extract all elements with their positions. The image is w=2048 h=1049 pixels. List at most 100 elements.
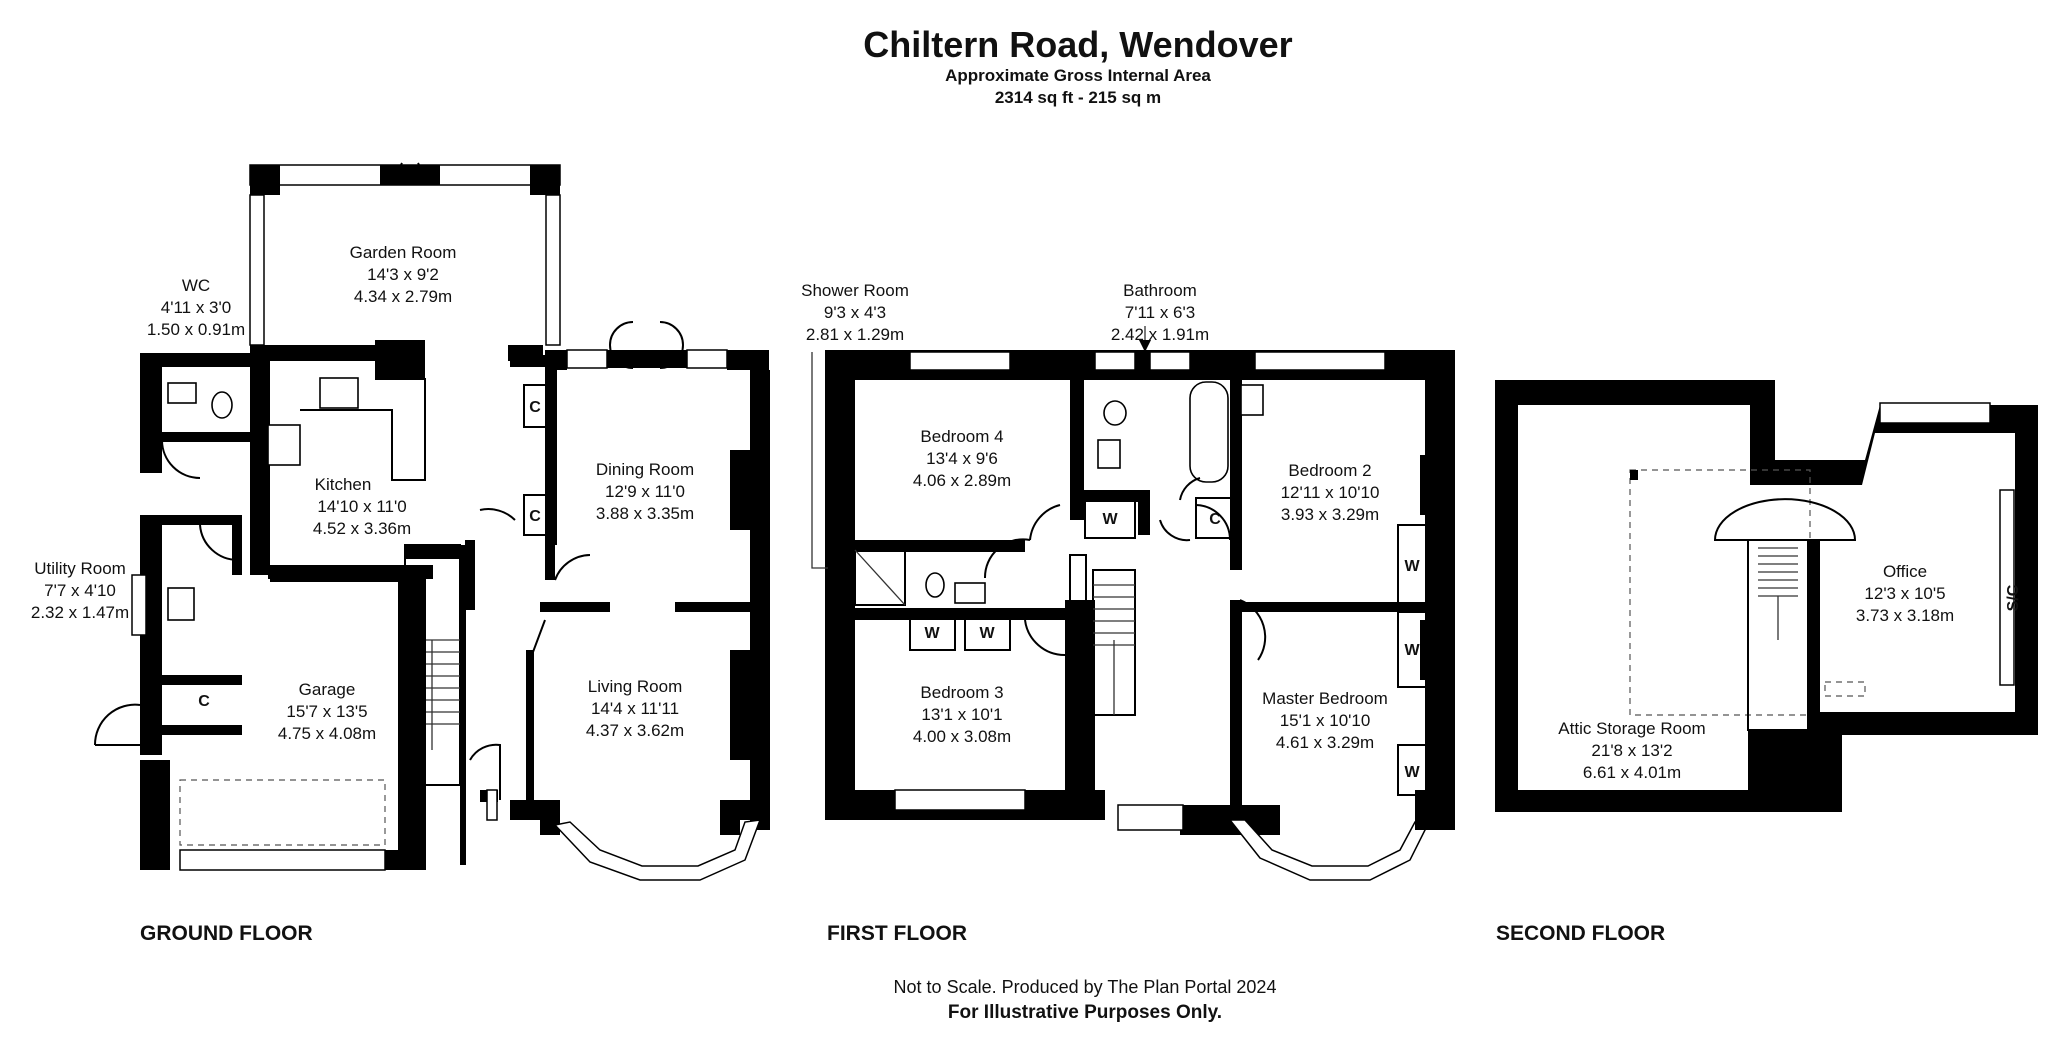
svg-text:Utility Room: Utility Room	[34, 559, 126, 578]
wc-toilet	[211, 391, 233, 419]
hall-door-swing	[479, 508, 516, 521]
wall	[404, 545, 464, 559]
floor-label-ground: GROUND FLOOR	[140, 922, 313, 945]
wall	[250, 165, 280, 195]
wall	[855, 608, 1095, 620]
bedroom3-door-swing	[1024, 619, 1066, 657]
wall	[140, 353, 162, 473]
svg-text:4.06 x 2.89m: 4.06 x 2.89m	[913, 471, 1011, 490]
wc-door-swing	[161, 439, 201, 479]
utility-door-swing	[199, 524, 239, 562]
svg-text:14'10 x 11'0: 14'10 x 11'0	[317, 497, 406, 516]
room-label-shower-room: Shower Room 9'3 x 4'3 2.81 x 1.29m	[801, 281, 909, 344]
room-label-master-bedroom: Master Bedroom 15'1 x 10'10 4.61 x 3.29m	[1262, 689, 1388, 752]
room-label-wc: WC 4'11 x 3'0 1.50 x 0.91m	[147, 276, 245, 339]
room-label-bedroom-4: Bedroom 4 13'4 x 9'6 4.06 x 2.89m	[913, 427, 1011, 490]
wall	[460, 545, 466, 865]
svg-text:3.73 x 3.18m: 3.73 x 3.18m	[1856, 606, 1954, 625]
bathroom-leader-arrow	[1139, 340, 1151, 352]
wall	[162, 675, 242, 685]
wall	[750, 370, 770, 830]
garage-door	[179, 849, 386, 871]
wardrobe-bedroom3-2: W	[964, 611, 1011, 651]
svg-text:4.75 x 4.08m: 4.75 x 4.08m	[278, 724, 376, 743]
svg-text:Kitchen: Kitchen	[315, 475, 372, 494]
svg-text:2.42 x 1.91m: 2.42 x 1.91m	[1111, 325, 1209, 344]
wall	[530, 165, 560, 195]
bedroom4-window	[909, 351, 1011, 371]
cupboard-marker: C	[529, 508, 541, 525]
wall	[398, 570, 426, 870]
svg-text:12'9 x 11'0: 12'9 x 11'0	[605, 482, 685, 501]
office-side-window	[1999, 489, 2015, 686]
svg-text:Master Bedroom: Master Bedroom	[1262, 689, 1388, 708]
wardrobe-bedroom2: W	[1397, 524, 1427, 606]
svg-text:2.81 x 1.29m: 2.81 x 1.29m	[806, 325, 904, 344]
office-window	[1879, 402, 1991, 424]
svg-text:Bathroom: Bathroom	[1123, 281, 1197, 300]
wall	[510, 800, 560, 835]
svg-text:13'4 x 9'6: 13'4 x 9'6	[926, 449, 998, 468]
stair-landing	[1713, 498, 1857, 541]
garden-room-side-glazing	[545, 194, 561, 346]
svg-text:4'11 x 3'0: 4'11 x 3'0	[161, 298, 231, 317]
shower-tray	[854, 549, 906, 606]
svg-text:14'4 x 11'11: 14'4 x 11'11	[591, 699, 679, 718]
shower-room-leader-line	[811, 352, 828, 569]
kitchen-sink	[319, 377, 359, 409]
cupboard-landing: C	[1195, 497, 1232, 539]
svg-text:4.61 x 3.29m: 4.61 x 3.29m	[1276, 733, 1374, 752]
cupboard-marker: C	[198, 693, 210, 710]
wall	[1070, 370, 1084, 520]
dining-window	[566, 349, 608, 369]
dining-french-door	[609, 321, 684, 369]
wardrobe-master-2: W	[1397, 744, 1427, 796]
svg-text:W: W	[1404, 642, 1420, 659]
svg-text:4.52 x 3.36m: 4.52 x 3.36m	[313, 519, 411, 538]
wall	[1808, 540, 1820, 730]
svg-text:C: C	[1209, 511, 1221, 528]
chimney-breast	[1420, 620, 1438, 680]
wall	[465, 540, 475, 610]
wall	[540, 602, 610, 612]
svg-text:2.32 x 1.47m: 2.32 x 1.47m	[31, 603, 129, 622]
svg-text:1.50 x 0.91m: 1.50 x 0.91m	[147, 320, 245, 339]
room-label-office: Office 12'3 x 10'5 3.73 x 3.18m	[1856, 562, 1954, 625]
svg-text:15'1 x 10'10: 15'1 x 10'10	[1280, 711, 1371, 730]
wall	[1230, 602, 1430, 612]
svg-text:6.61 x 4.01m: 6.61 x 4.01m	[1583, 763, 1681, 782]
wall	[270, 570, 400, 582]
svg-text:14'3 x 9'2: 14'3 x 9'2	[367, 265, 439, 284]
bathroom-sink	[1097, 439, 1121, 469]
svg-text:7'11 x 6'3: 7'11 x 6'3	[1125, 303, 1195, 322]
bathroom-bath	[1189, 381, 1229, 483]
wall	[1230, 600, 1242, 805]
svg-text:3.88 x 3.35m: 3.88 x 3.35m	[596, 504, 694, 523]
wardrobe-bedroom4: W	[1084, 497, 1136, 539]
wall	[1425, 350, 1455, 820]
bedroom2-window	[1254, 351, 1386, 371]
svg-text:Bedroom 4: Bedroom 4	[920, 427, 1003, 446]
chimney-breast	[1420, 455, 1438, 515]
shower-room-toilet	[925, 572, 945, 598]
utility-window	[131, 574, 147, 636]
wc-sink	[167, 382, 197, 404]
svg-text:Bedroom 3: Bedroom 3	[920, 683, 1003, 702]
wall	[380, 165, 440, 185]
loft-hatch	[1824, 681, 1866, 697]
svg-text:4.37 x 3.62m: 4.37 x 3.62m	[586, 721, 684, 740]
svg-text:W: W	[1404, 558, 1420, 575]
wall	[825, 350, 855, 820]
svg-text:W: W	[1102, 511, 1118, 528]
room-label-dining-room: Dining Room 12'9 x 11'0 3.88 x 3.35m	[596, 460, 694, 523]
wall	[232, 525, 242, 575]
room-label-living-room: Living Room 14'4 x 11'11 4.37 x 3.62m	[586, 677, 684, 740]
room-label-garden-room: Garden Room 14'3 x 9'2 4.34 x 2.79m	[350, 243, 457, 306]
bedroom2-door-swing	[1195, 504, 1231, 541]
wall	[1065, 600, 1095, 805]
svg-text:15'7 x 13'5: 15'7 x 13'5	[286, 702, 367, 721]
wall	[526, 650, 534, 800]
living-bay-window	[553, 819, 762, 881]
wall	[727, 350, 769, 370]
